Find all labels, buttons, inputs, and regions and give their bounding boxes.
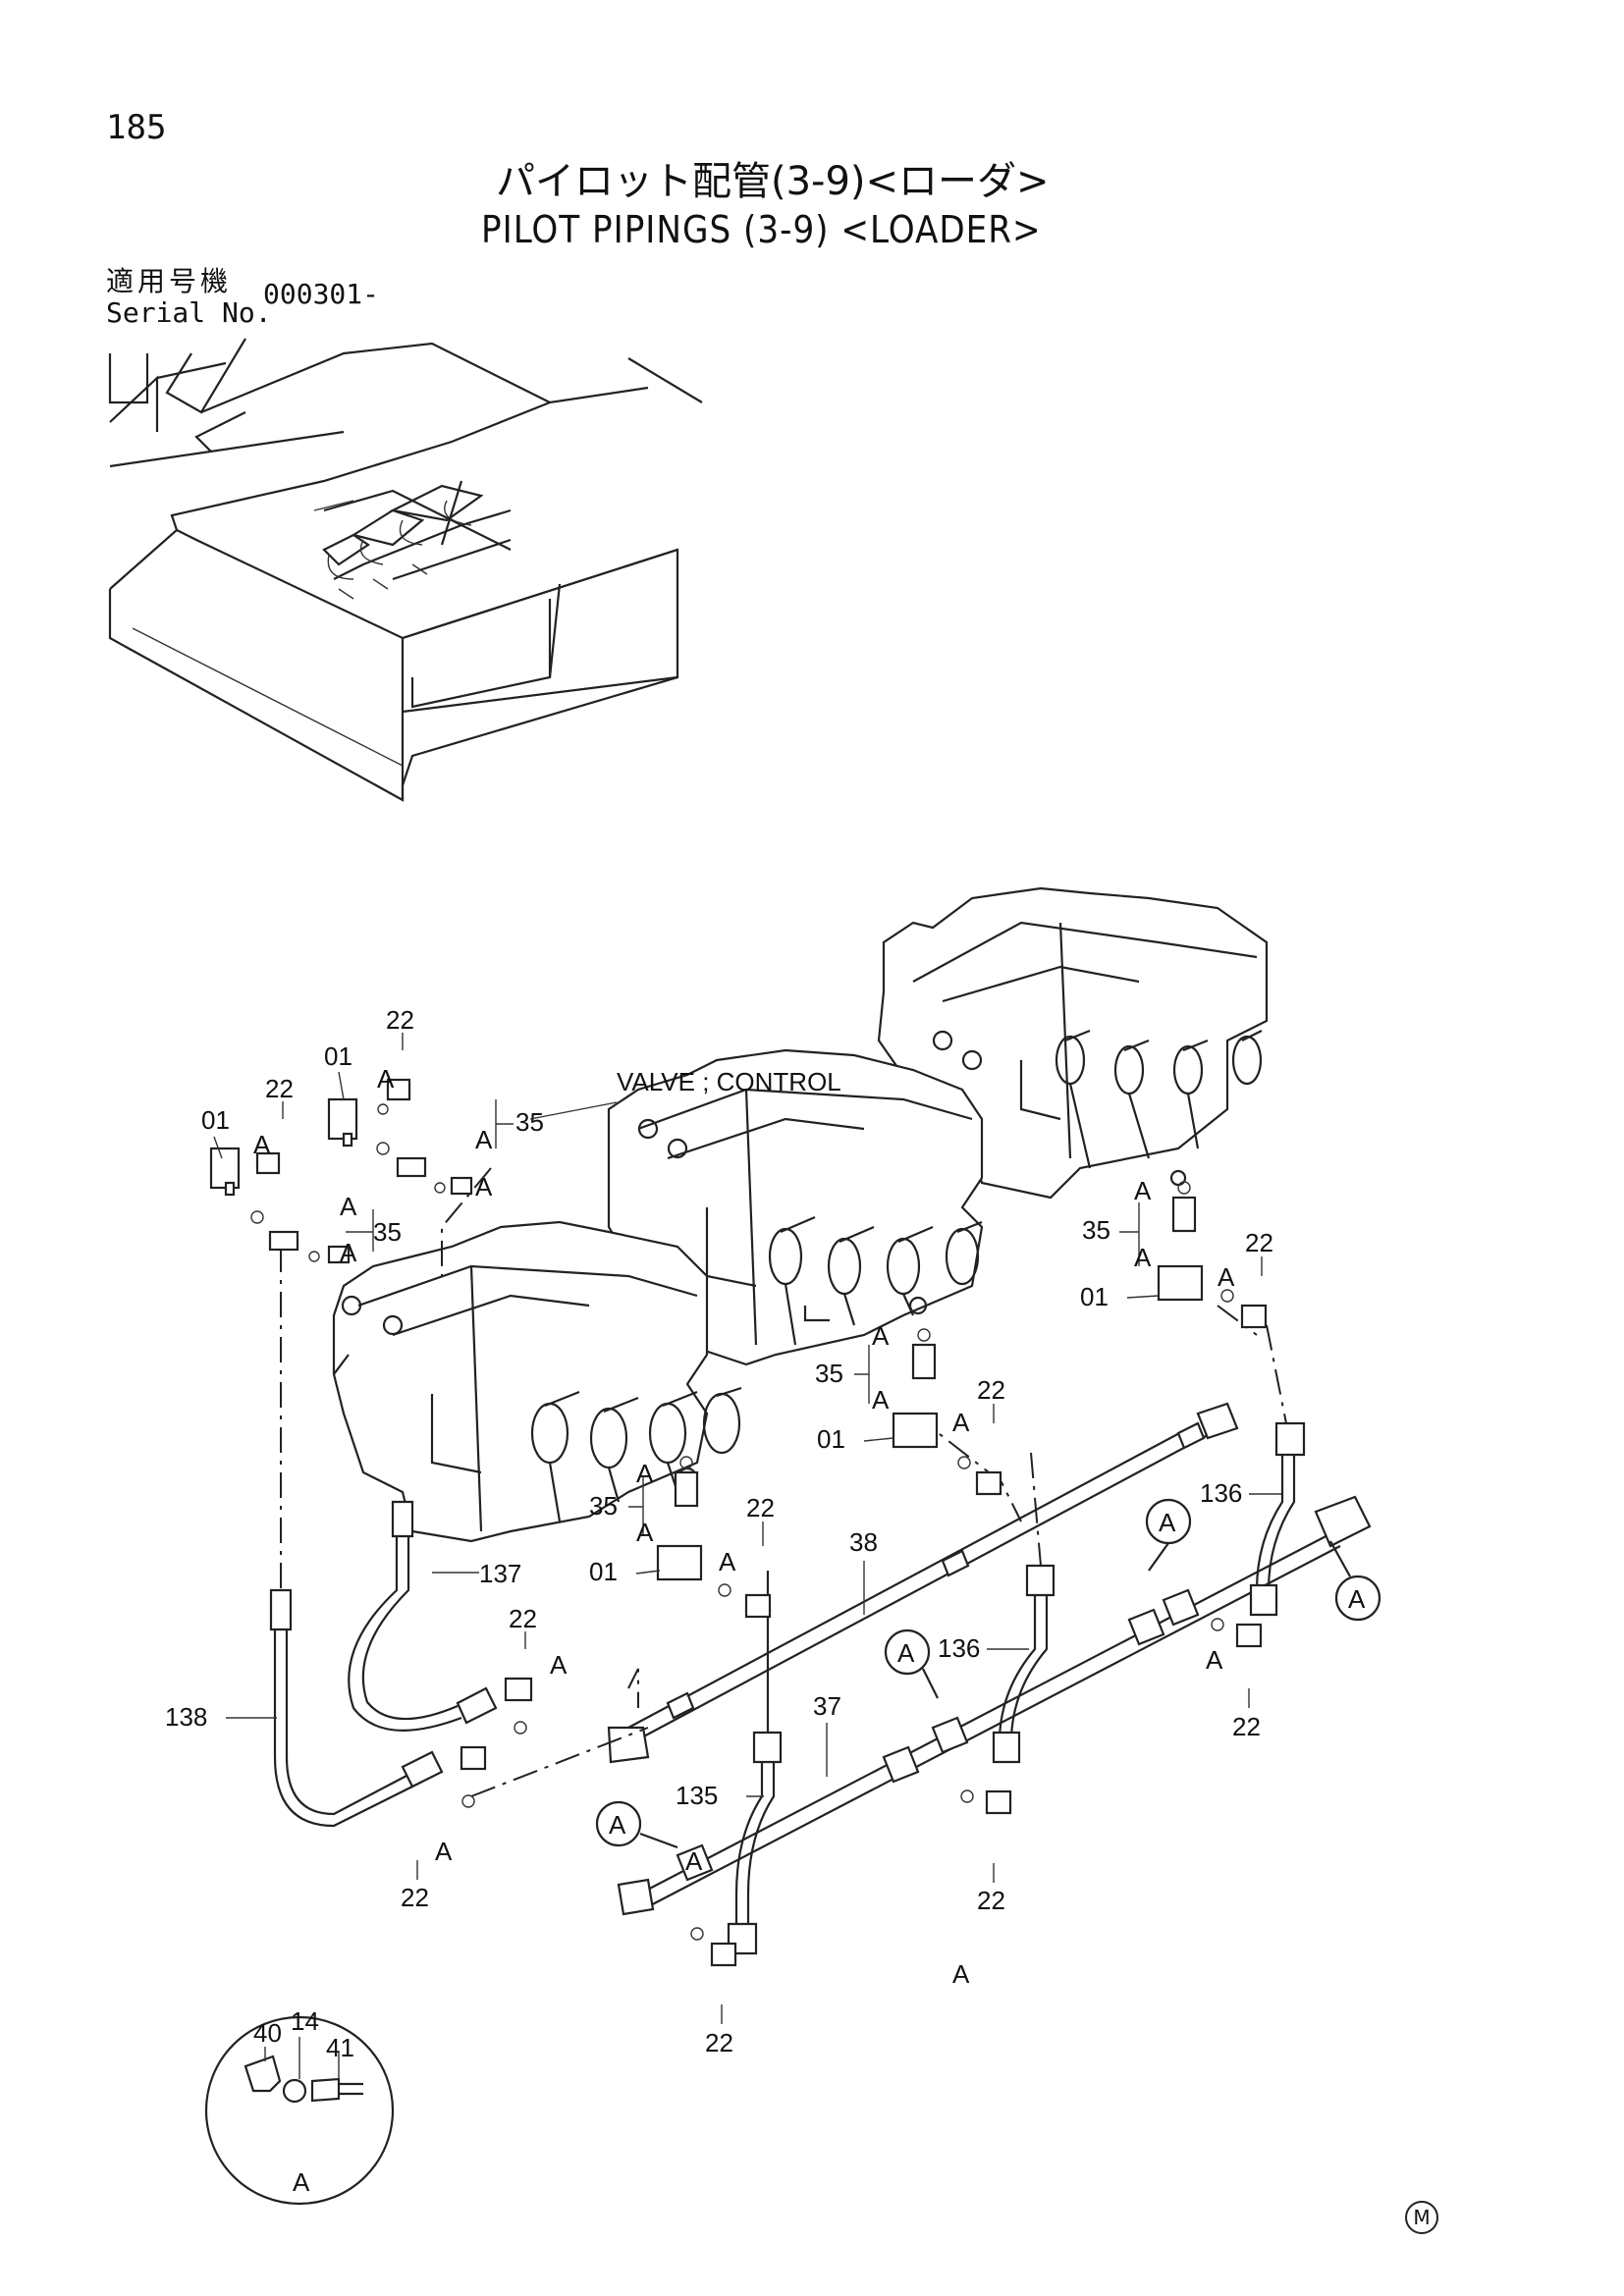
footer-mark: M	[1405, 2201, 1438, 2234]
label-part-01: 01	[1080, 1282, 1109, 1311]
label-part-22: 22	[401, 1883, 429, 1912]
label-part-01: 01	[817, 1424, 845, 1454]
fitting-set-mid-lower	[656, 1456, 772, 1619]
label-part-22: 22	[265, 1074, 294, 1103]
label-part-35: 35	[515, 1107, 544, 1137]
serial-label-english: Serial No.	[106, 296, 272, 329]
ref-a-label: A	[550, 1650, 568, 1680]
circled-a-markers: A A A A	[595, 1498, 1381, 1849]
label-part-35: 35	[589, 1491, 618, 1521]
label-part-35: 35	[815, 1359, 843, 1388]
pipe-138	[269, 1247, 444, 1828]
circled-a-label: A	[1348, 1584, 1366, 1614]
label-part-22: 22	[977, 1375, 1005, 1405]
ref-a-label: A	[293, 2167, 310, 2197]
ref-a-label: A	[636, 1518, 654, 1547]
label-part-01: 01	[589, 1557, 618, 1586]
pipe-38	[607, 1402, 1239, 1764]
circled-a-label: A	[609, 1810, 626, 1840]
ref-a-label: A	[475, 1172, 493, 1201]
fitting-set-top-left	[209, 1078, 473, 1264]
callout-labels: VALVE ; CONTROL 01 01 01 01 01 22 22 22 …	[165, 1005, 1273, 2062]
ref-a-label: A	[636, 1459, 654, 1488]
ref-a-label: A	[340, 1192, 357, 1221]
label-part-22: 22	[1245, 1228, 1273, 1257]
circled-a-label: A	[897, 1638, 915, 1668]
ref-a-label: A	[872, 1385, 890, 1415]
ref-a-label: A	[685, 1846, 703, 1876]
ref-a-label: A	[475, 1125, 493, 1154]
label-part-136: 136	[938, 1633, 980, 1663]
label-part-40: 40	[253, 2018, 282, 2048]
page-title-japanese: パイロット配管(3-9)<ローダ>	[496, 159, 1050, 204]
control-valve-front	[332, 1220, 742, 1543]
page-number: 185	[106, 108, 167, 147]
ref-a-markers: A A A A A A A A A A A A A A A A A A A A …	[253, 1064, 1235, 2197]
label-part-138: 138	[165, 1702, 207, 1732]
serial-label-japanese: 適用号機	[106, 265, 233, 297]
label-part-22: 22	[386, 1005, 414, 1035]
detail-view-a	[204, 2015, 395, 2206]
callout-leaders	[213, 1033, 1281, 2024]
label-part-22: 22	[977, 1886, 1005, 1915]
label-part-37: 37	[813, 1691, 841, 1721]
ref-a-label: A	[435, 1837, 453, 1866]
machine-overview-sketch	[108, 338, 703, 802]
ref-a-label: A	[340, 1238, 357, 1267]
label-part-137: 137	[479, 1559, 521, 1588]
label-valve-control: VALVE ; CONTROL	[617, 1067, 841, 1096]
pipe-135	[727, 1571, 783, 1955]
label-part-01: 01	[324, 1041, 352, 1071]
label-part-38: 38	[849, 1527, 878, 1557]
ref-a-label: A	[872, 1321, 890, 1351]
ref-a-label: A	[377, 1064, 395, 1094]
label-part-22: 22	[746, 1493, 775, 1522]
ref-a-label: A	[1134, 1243, 1152, 1272]
ref-a-label: A	[952, 1408, 970, 1437]
fitting-set-mid-upper	[892, 1328, 1002, 1496]
label-part-41: 41	[326, 2033, 354, 2062]
circled-a-label: A	[1159, 1508, 1176, 1537]
pipe-136-left	[992, 1452, 1056, 1764]
label-part-135: 135	[676, 1781, 718, 1810]
pipe-37	[617, 1495, 1372, 1916]
pipe-136-right	[1249, 1324, 1306, 1617]
ref-a-label: A	[952, 1959, 970, 1989]
fitting-set-lower	[460, 1618, 1263, 1967]
ref-a-label: A	[1134, 1176, 1152, 1205]
label-part-35: 35	[373, 1217, 402, 1247]
label-part-01: 01	[201, 1105, 230, 1135]
pipe-137	[348, 1500, 498, 1732]
label-part-136: 136	[1200, 1478, 1242, 1508]
label-part-22: 22	[509, 1604, 537, 1633]
ref-a-label: A	[719, 1547, 736, 1576]
fitting-set-right	[1157, 1181, 1268, 1329]
ref-a-label: A	[1206, 1645, 1223, 1675]
ref-a-label: A	[1218, 1262, 1235, 1292]
ref-a-label: A	[253, 1130, 271, 1159]
label-part-22: 22	[1232, 1712, 1261, 1741]
label-part-22: 22	[705, 2028, 733, 2057]
page-title-english: PILOT PIPINGS (3-9) <LOADER>	[481, 208, 1042, 251]
label-part-14: 14	[291, 2006, 319, 2036]
serial-number-value: 000301-	[263, 278, 380, 310]
label-part-35: 35	[1082, 1215, 1110, 1245]
